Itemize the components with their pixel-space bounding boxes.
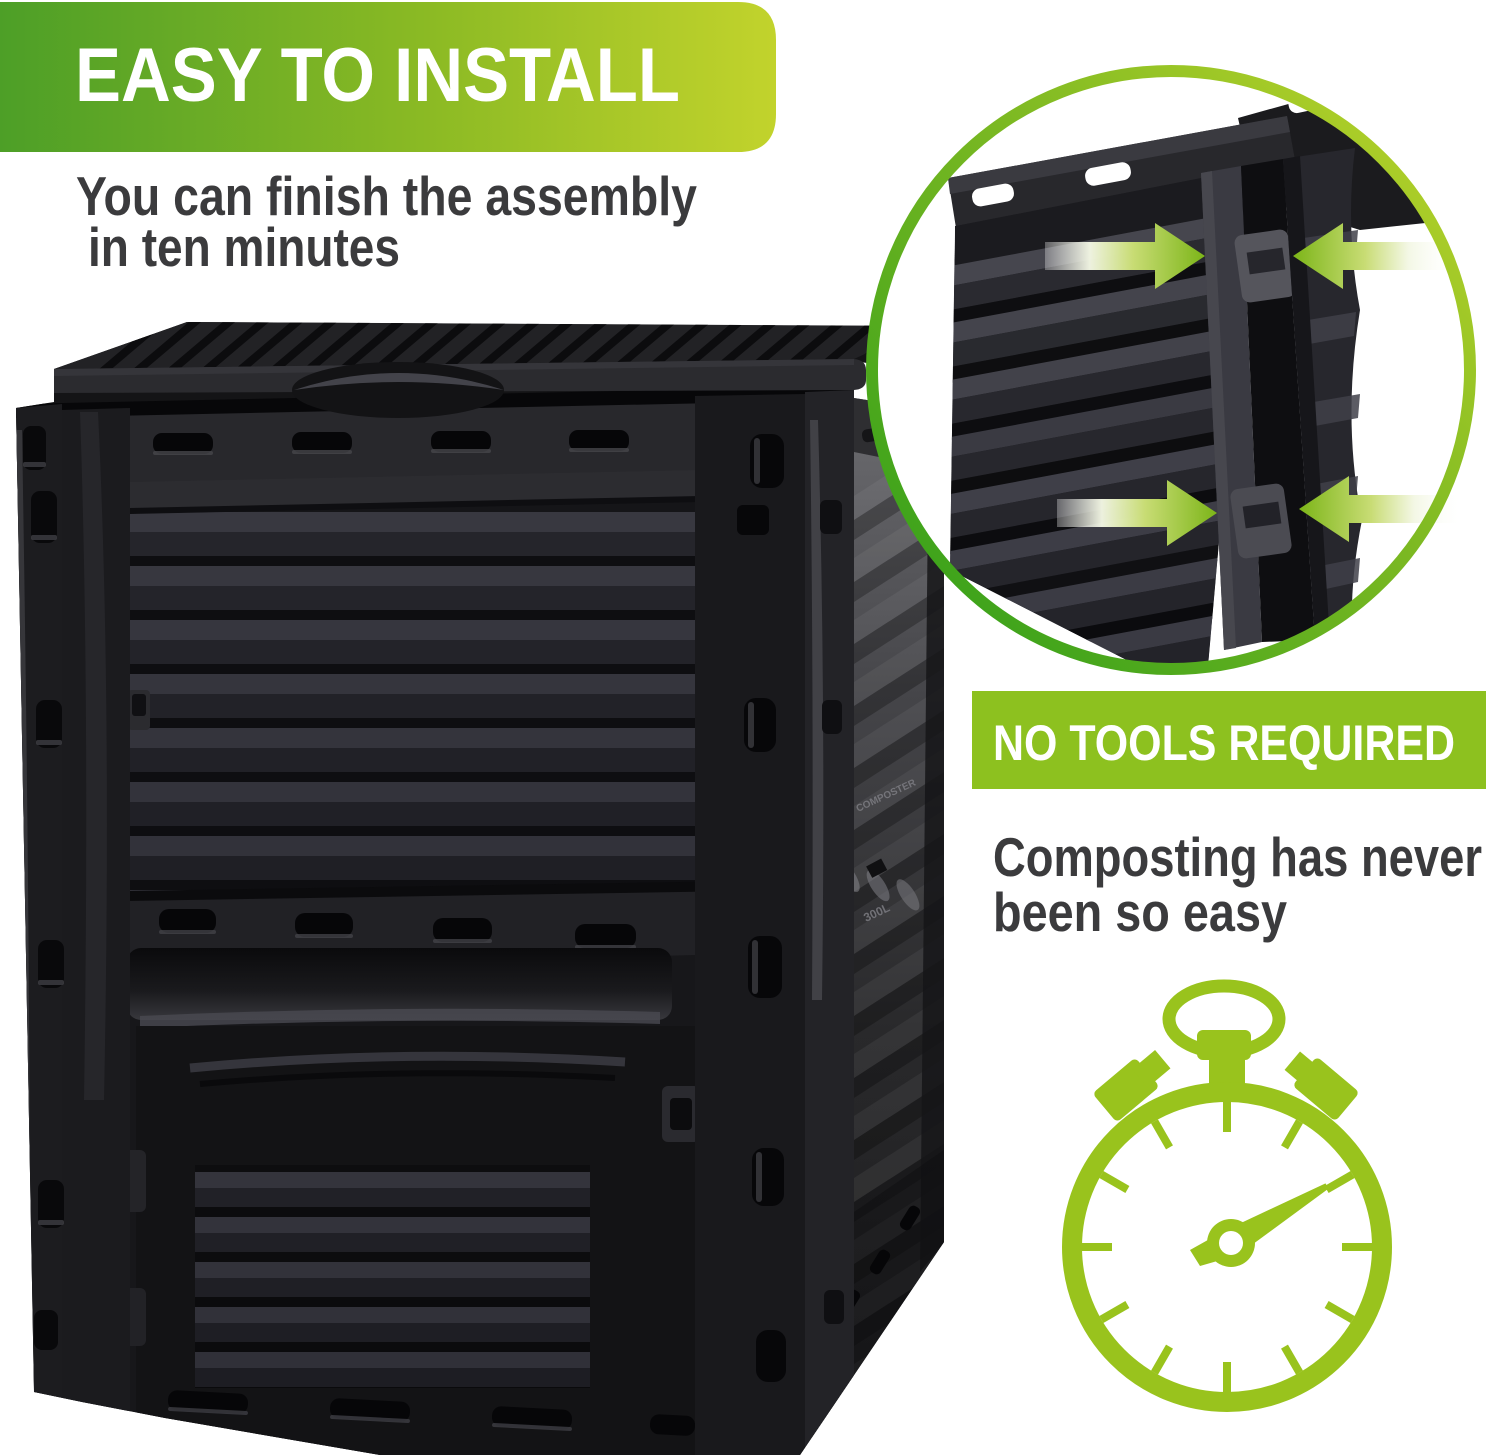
svg-text:Composting has never: Composting has never [993, 826, 1482, 888]
svg-text:You can finish the assembly: You can finish the assembly [76, 165, 697, 227]
svg-text:NO TOOLS REQUIRED: NO TOOLS REQUIRED [993, 715, 1455, 771]
svg-text:been so easy: been so easy [993, 881, 1287, 943]
svg-text:in ten minutes: in ten minutes [88, 216, 400, 278]
svg-text:EASY TO INSTALL: EASY TO INSTALL [75, 33, 680, 118]
